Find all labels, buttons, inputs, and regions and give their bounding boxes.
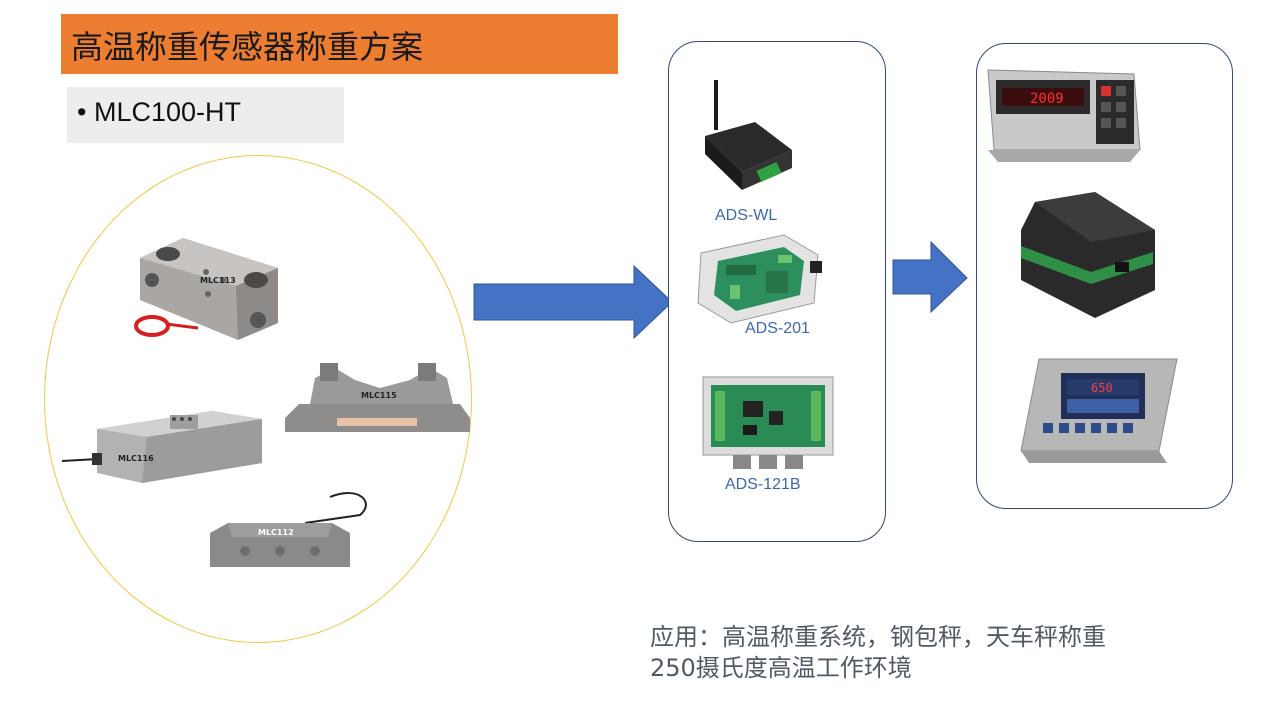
sensor-label: MLC115 bbox=[361, 391, 397, 400]
junction-box-image bbox=[697, 234, 822, 324]
load-cell-mlc115-image: MLC115 bbox=[285, 363, 470, 432]
plc-controller-image bbox=[1021, 192, 1155, 318]
transmitter-label: ADS-WL bbox=[715, 207, 778, 224]
application-line-1: 应用：高温称重系统，钢包秤，天车秤称重 bbox=[650, 623, 1106, 651]
sensor-label: MLC113 bbox=[200, 276, 236, 285]
sensor-group-ellipse bbox=[44, 155, 472, 643]
amplifier-board-image bbox=[702, 376, 834, 469]
wireless-transmitter-image bbox=[705, 80, 792, 190]
sensor-label: MLC116 bbox=[118, 454, 154, 463]
terminal-readout: 650 bbox=[1091, 381, 1113, 395]
model-name: MLC100-HT bbox=[93, 97, 242, 127]
sensor-label: MLC112 bbox=[258, 528, 294, 537]
arrow-right-icon bbox=[473, 264, 673, 340]
transmitter-label: ADS-121B bbox=[725, 476, 801, 493]
load-cell-mlc116-image: MLC116 bbox=[61, 411, 262, 483]
load-cell-mlc112-image: MLC112 bbox=[210, 492, 367, 567]
application-line-2: 250摄氏度高温工作环境 bbox=[650, 654, 912, 682]
indicator-readout: 2009 bbox=[1030, 91, 1064, 107]
transmitter-label: ADS-201 bbox=[745, 320, 810, 337]
title-banner: 高温称重传感器称重方案 bbox=[61, 14, 618, 74]
model-box: • MLC100-HT bbox=[67, 87, 344, 143]
application-note: 应用：高温称重系统，钢包秤，天车秤称重 250摄氏度高温工作环境 bbox=[650, 622, 1106, 684]
arrow-right-icon bbox=[892, 240, 968, 314]
weighing-terminal-image: 650 bbox=[1020, 358, 1178, 463]
load-cell-mlc113-image: MLC113 bbox=[134, 238, 278, 340]
model-bullet: • MLC100-HT bbox=[77, 97, 242, 127]
weighing-indicator-image: 2009 bbox=[987, 69, 1141, 162]
page-title: 高温称重传感器称重方案 bbox=[71, 28, 424, 66]
